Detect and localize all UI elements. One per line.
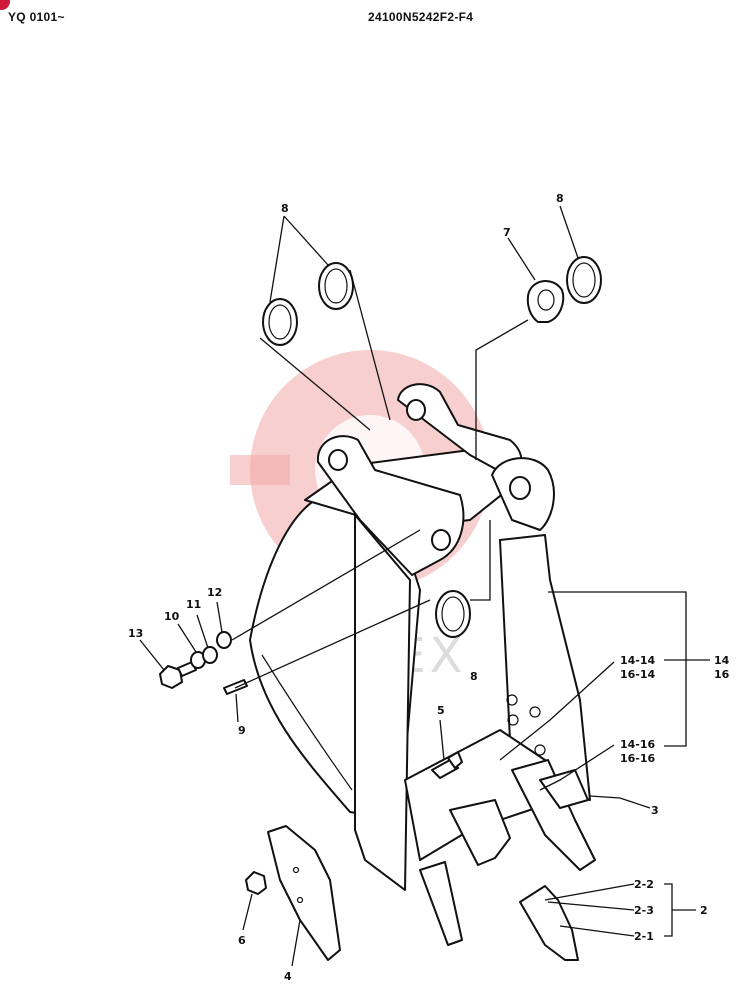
callout-3: 3 [651,804,659,817]
callout-16-14: 16-14 [620,668,656,681]
callout-2-2: 2-2 [634,878,654,891]
callout-13: 13 [128,627,143,640]
drawing-number: 24100N5242F2-F4 [368,10,474,24]
leader-lines [139,205,710,967]
callout-8-lower: 8 [470,670,478,683]
seal-ring-8-lower [435,590,471,638]
tooth-2 [519,885,579,961]
callout-2: 2 [700,904,708,917]
side-plate-4 [267,825,341,961]
callout-7: 7 [503,226,511,239]
serial-range: YQ 0101~ [8,10,65,24]
callout-5: 5 [437,704,445,717]
bolt-5 [431,751,463,779]
callout-8-right: 8 [556,192,564,205]
seal-ring-8-left-2 [318,262,354,310]
callout-11: 11 [186,598,201,611]
callout-6: 6 [238,934,246,947]
washer-11 [202,646,218,664]
callout-2-3: 2-3 [634,904,654,917]
callout-2-1: 2-1 [634,930,654,943]
bucket-body [249,383,596,946]
callout-9: 9 [238,724,246,737]
seal-ring-8-left-1 [262,298,298,346]
callout-16: 16 [714,668,730,681]
callout-8-left: 8 [281,202,289,215]
bushing-7 [526,280,565,323]
callout-14-16: 14-16 [620,738,656,751]
callout-4: 4 [284,970,292,983]
pin-9 [223,679,248,695]
callout-16-16: 16-16 [620,752,656,765]
callout-14-14: 14-14 [620,654,656,667]
washer-12 [216,631,232,649]
callout-12: 12 [207,586,222,599]
seal-ring-8-right [566,256,602,304]
bolt-13 [159,661,197,689]
callout-10: 10 [164,610,180,623]
corner-badge [0,0,10,10]
nut-6 [245,871,267,895]
callout-14: 14 [714,654,730,667]
